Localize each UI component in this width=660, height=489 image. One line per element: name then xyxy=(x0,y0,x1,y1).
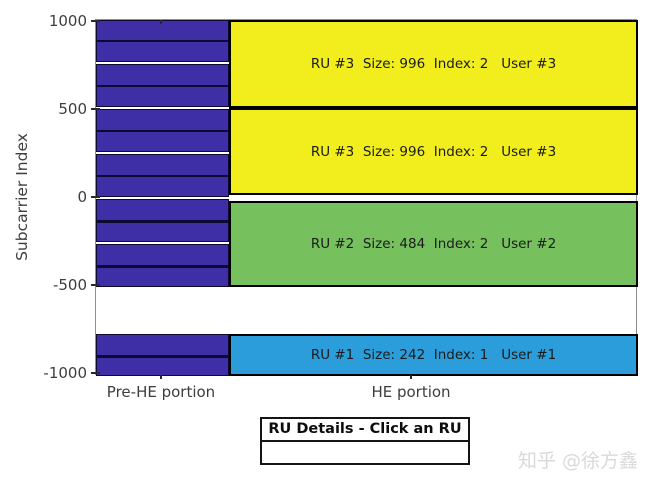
pre-he-segment xyxy=(96,63,229,107)
x-tick-label: HE portion xyxy=(371,383,451,401)
dc-null-line xyxy=(96,174,229,178)
pre-he-segment xyxy=(96,20,229,62)
y-tick-mark xyxy=(91,371,100,374)
y-tick-mark xyxy=(91,283,100,286)
ru-details-title: RU Details - Click an RU xyxy=(262,419,468,442)
dc-null-line xyxy=(96,220,229,223)
pre-he-segment xyxy=(96,244,229,287)
dc-null-line xyxy=(96,39,229,43)
dc-null-line xyxy=(96,84,229,88)
watermark: 知乎 @徐方鑫 xyxy=(518,450,639,472)
dc-null-line xyxy=(96,129,229,133)
ru-block[interactable]: RU #2 Size: 484 Index: 2 User #2 xyxy=(229,200,638,287)
ru-details-value xyxy=(262,442,468,463)
dc-null-line xyxy=(96,355,229,358)
pre-he-segment xyxy=(96,109,229,152)
pre-he-segment xyxy=(96,334,229,376)
y-tick-label: -1000 xyxy=(43,363,87,382)
y-tick-mark xyxy=(91,108,100,111)
y-tick-label: 0 xyxy=(77,188,87,206)
y-tick-label: -500 xyxy=(52,275,87,294)
x-tick-mark xyxy=(410,375,412,379)
dc-null-line xyxy=(96,265,229,268)
ru-block[interactable]: RU #1 Size: 242 Index: 1 User #1 xyxy=(229,333,638,376)
y-tick-mark xyxy=(91,20,100,23)
x-tick-mark-top xyxy=(160,20,162,24)
y-tick-mark xyxy=(91,196,100,198)
pre-he-segment xyxy=(96,154,229,197)
y-tick-label: 500 xyxy=(58,100,87,119)
ru-details-panel: RU Details - Click an RU xyxy=(260,417,470,465)
x-tick-mark xyxy=(160,375,162,379)
pre-he-segment xyxy=(96,199,229,242)
ru-block[interactable]: RU #3 Size: 996 Index: 2 User #3 xyxy=(229,108,638,195)
x-tick-label: Pre-HE portion xyxy=(106,383,216,401)
ru-block[interactable]: RU #3 Size: 996 Index: 2 User #3 xyxy=(229,20,638,109)
y-tick-label: 1000 xyxy=(48,12,87,31)
